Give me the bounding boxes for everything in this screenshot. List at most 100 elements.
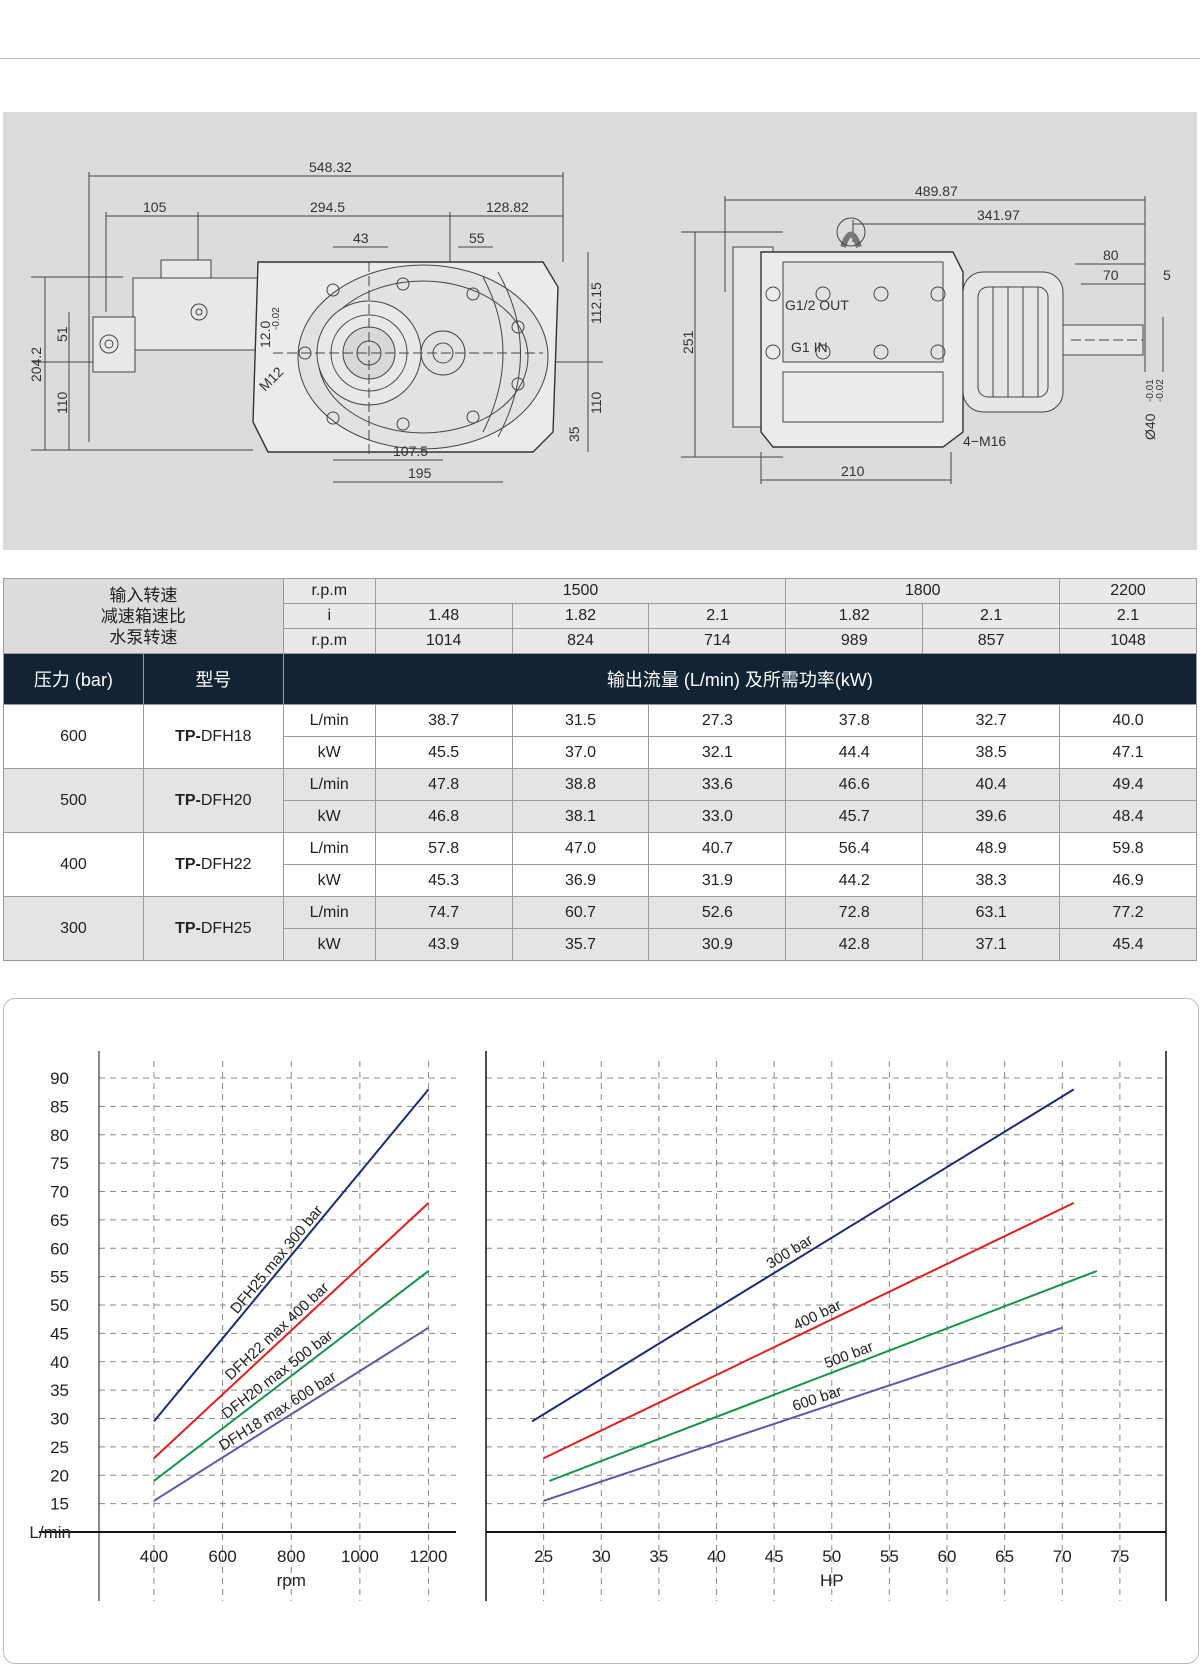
model-prefix: TP-: [175, 791, 201, 809]
flow-cell: 74.7: [374, 896, 513, 929]
rpm-series-line: [153, 1202, 430, 1459]
rpm-x-tick-label: 800: [277, 1547, 305, 1566]
hp-series-label: 500 bar: [822, 1338, 876, 1372]
ratio-cell: 2.1: [922, 603, 1061, 629]
power-cell: 35.7: [511, 928, 650, 961]
hp-x-tick-label: 55: [880, 1547, 899, 1566]
hp-x-tick-label: 25: [534, 1547, 553, 1566]
power-cell: 38.5: [922, 736, 1061, 769]
y-tick-label: 80: [50, 1126, 69, 1145]
power-cell: 45.7: [785, 800, 924, 833]
power-cell: 37.1: [922, 928, 1061, 961]
rpm-series-line: [153, 1270, 430, 1482]
power-cell: 47.1: [1059, 736, 1197, 769]
header-row-input-speed: 输入转速 减速箱速比 水泵转速 r.p.m 1500 1800 2200: [3, 578, 1197, 654]
flow-cell: 31.5: [511, 704, 650, 737]
dim-110-left: 110: [54, 391, 70, 414]
dim-dia40: Ø40: [1142, 413, 1158, 440]
label-input-speed: 输入转速: [109, 585, 178, 605]
dim-dia40-tol-2: -0.02: [1155, 379, 1166, 402]
input-speed-1500: 1500: [374, 578, 787, 604]
hp-series-line: [531, 1088, 1075, 1423]
model-prefix: TP-: [175, 727, 201, 745]
dim-112: 112.15: [588, 282, 604, 324]
hp-x-tick-label: 35: [649, 1547, 668, 1566]
dim-105: 105: [143, 199, 167, 215]
flow-cell: 63.1: [922, 896, 1061, 929]
dim-55: 55: [469, 230, 485, 246]
flow-cell: 52.6: [648, 896, 787, 929]
unit-flow: L/min: [282, 896, 376, 929]
y-tick-label: 35: [50, 1381, 69, 1400]
power-cell: 36.9: [511, 864, 650, 897]
table-row: kW 45.3 36.9 31.9 44.2 38.3 46.9: [4, 864, 1197, 897]
unit-flow: L/min: [282, 832, 376, 865]
label-gear-ratio: 减速箱速比: [100, 606, 186, 626]
pump-speed-cell: 857: [922, 628, 1061, 654]
hp-series-line: [549, 1270, 1098, 1482]
unit-power: kW: [282, 736, 376, 769]
model-name: DFH20: [200, 791, 252, 809]
dim-489: 489.87: [915, 183, 958, 199]
hp-series-line: [543, 1201, 1075, 1460]
flow-cell: 47.0: [511, 832, 650, 865]
dim-548: 548.32: [309, 159, 352, 175]
power-cell: 44.4: [785, 736, 924, 769]
flow-cell: 38.8: [511, 768, 650, 801]
dim-dia40-tol-1: -0.01: [1145, 379, 1156, 402]
unit-i: i: [282, 603, 376, 629]
power-cell: 46.8: [374, 800, 513, 833]
rpm-series-line: [153, 1088, 430, 1422]
input-speed-1800: 1800: [785, 578, 1061, 604]
table-row: 500 TP-DFH20 L/min 47.8 38.8 33.6 46.6 4…: [3, 768, 1197, 833]
dim-43: 43: [353, 230, 369, 246]
flow-cell: 37.8: [785, 704, 924, 737]
y-tick-label: 40: [50, 1353, 69, 1372]
unit-flow: L/min: [282, 704, 376, 737]
power-cell: 30.9: [648, 928, 787, 961]
unit-power: kW: [282, 928, 376, 961]
rpm-x-tick-label: 1200: [410, 1547, 448, 1566]
model-prefix: TP-: [175, 919, 201, 937]
power-cell: 43.9: [374, 928, 513, 961]
dim-341: 341.97: [977, 207, 1020, 223]
rpm-x-tick-label: 1000: [341, 1547, 379, 1566]
flow-cell: 38.7: [374, 704, 513, 737]
hp-x-tick-label: 65: [995, 1547, 1014, 1566]
flow-cell: 48.9: [922, 832, 1061, 865]
y-tick-label: 55: [50, 1268, 69, 1287]
table-row: kW 43.9 35.7 30.9 42.8 37.1 45.4: [4, 928, 1197, 961]
unit-power: kW: [282, 864, 376, 897]
dim-210: 210: [841, 463, 865, 479]
header-labels: 输入转速 减速箱速比 水泵转速: [3, 578, 284, 654]
spec-table: 输入转速 减速箱速比 水泵转速 r.p.m 1500 1800 2200 i 1…: [3, 578, 1198, 961]
model-name: DFH25: [200, 919, 252, 937]
column-header-row: 压力 (bar) 型号 输出流量 (L/min) 及所需功率(kW): [3, 653, 1198, 705]
hp-series-line: [543, 1326, 1063, 1502]
y-axis-label: L/min: [29, 1523, 71, 1542]
power-cell: 39.6: [922, 800, 1061, 833]
table-row: 600 TP-DFH18 L/min 38.7 31.5 27.3 37.8 3…: [3, 704, 1197, 769]
table-row: kW 45.5 37.0 32.1 44.4 38.5 47.1: [4, 736, 1197, 769]
y-tick-label: 85: [50, 1097, 69, 1116]
power-cell: 45.4: [1059, 928, 1197, 961]
flow-cell: 59.8: [1059, 832, 1197, 865]
power-cell: 44.2: [785, 864, 924, 897]
y-tick-label: 15: [50, 1495, 69, 1514]
label-g12-out: G1/2 OUT: [785, 297, 849, 313]
flow-cell: 33.6: [648, 768, 787, 801]
ratio-cell: 1.48: [374, 603, 513, 629]
y-tick-label: 20: [50, 1466, 69, 1485]
power-cell: 31.9: [648, 864, 787, 897]
dim-195: 195: [408, 465, 432, 481]
flow-cell: 57.8: [374, 832, 513, 865]
hp-x-tick-label: 50: [822, 1547, 841, 1566]
power-cell: 38.1: [511, 800, 650, 833]
flow-cell: 49.4: [1059, 768, 1197, 801]
power-cell: 38.3: [922, 864, 1061, 897]
dim-107: 107.5: [393, 443, 428, 459]
model-cell: TP-DFH20: [142, 768, 284, 833]
label-4m16: 4−M16: [963, 433, 1006, 449]
col-model: 型号: [142, 653, 284, 705]
